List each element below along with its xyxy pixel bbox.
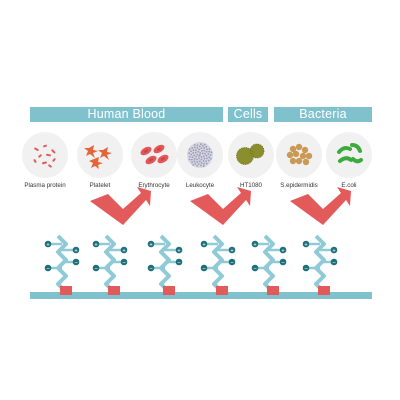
charge-symbol: + xyxy=(177,248,181,254)
charge-symbol: − xyxy=(74,260,78,266)
charge-symbol: − xyxy=(46,266,50,272)
charge-symbol: − xyxy=(94,266,98,272)
surface-anchor xyxy=(60,286,72,295)
cells-banner: Cells xyxy=(228,107,268,122)
charge-symbol: + xyxy=(230,248,234,254)
charge-symbol: − xyxy=(304,266,308,272)
charge-symbol: − xyxy=(122,260,126,266)
substrate-surface xyxy=(30,292,372,299)
charge-symbol: + xyxy=(281,248,285,254)
leukocyte-label: Leukocyte xyxy=(185,182,215,189)
zwitterionic-brush-icon: + − + − xyxy=(44,234,80,294)
zwitterionic-brush-icon: + − + − xyxy=(200,234,236,294)
erythrocyte-label: Erythrocyte xyxy=(138,182,170,189)
charge-symbol: + xyxy=(94,242,98,248)
s-epidermidis-circle xyxy=(276,132,322,178)
repel-arrow-icon xyxy=(190,187,251,225)
repel-arrow-icon xyxy=(90,187,151,225)
surface-anchor xyxy=(108,286,120,295)
charge-symbol: + xyxy=(46,242,50,248)
surface-anchors xyxy=(60,286,330,295)
e-coli-icon xyxy=(337,143,363,164)
zwitterionic-brush-icon: + − + − xyxy=(92,234,128,294)
cells-banner-label: Cells xyxy=(233,107,263,121)
surface-anchor xyxy=(216,286,228,295)
plasma-protein-circle xyxy=(22,132,68,178)
zwitterionic-brush-icon: + − + − xyxy=(147,234,183,294)
charge-symbol: + xyxy=(122,248,126,254)
human-blood-banner: Human Blood xyxy=(30,107,223,122)
bacteria-banner-label: Bacteria xyxy=(299,107,347,121)
platelet-circle xyxy=(77,132,123,178)
charge-symbol: − xyxy=(281,260,285,266)
ht1080-cell-icon xyxy=(236,143,265,165)
ht1080-circle xyxy=(228,132,274,178)
platelet-label: Platelet xyxy=(89,182,111,189)
charge-symbol: − xyxy=(177,260,181,266)
zwitterionic-brush-icon: + − + − xyxy=(302,234,338,294)
leukocyte-circle xyxy=(177,132,223,178)
repel-arrows xyxy=(90,187,351,225)
charge-symbol: − xyxy=(253,266,257,272)
charge-symbol: + xyxy=(149,242,153,248)
bacteria-banner: Bacteria xyxy=(274,107,372,122)
charge-symbol: + xyxy=(202,242,206,248)
polymer-brushes: + − + − + − + − + − + − + − + − + − + − + − + − xyxy=(44,234,338,294)
charge-symbol: + xyxy=(304,242,308,248)
e-coli-circle xyxy=(326,132,372,178)
erythrocyte-icon xyxy=(140,144,169,165)
zwitterionic-brush-icon: + − + − xyxy=(251,234,287,294)
ht1080-label: HT1080 xyxy=(239,182,262,189)
plasma-protein-label: Plasma protein xyxy=(24,182,66,189)
surface-anchor xyxy=(267,286,279,295)
leukocyte-icon xyxy=(187,142,213,168)
plasma-protein-icon xyxy=(33,144,56,168)
erythrocyte-circle xyxy=(131,132,177,178)
human-blood-banner-label: Human Blood xyxy=(87,107,166,121)
s-epidermidis-icon xyxy=(286,143,313,166)
charge-symbol: − xyxy=(202,266,206,272)
platelet-icon xyxy=(84,145,112,169)
repel-arrow-icon xyxy=(290,187,351,225)
charge-symbol: − xyxy=(332,260,336,266)
e-coli-label: E.coli xyxy=(341,182,357,189)
charge-symbol: + xyxy=(332,248,336,254)
surface-anchor xyxy=(163,286,175,295)
charge-symbol: + xyxy=(253,242,257,248)
charge-symbol: + xyxy=(74,248,78,254)
charge-symbol: − xyxy=(230,260,234,266)
s-epidermidis-label: S.epidermidis xyxy=(280,182,318,189)
charge-symbol: − xyxy=(149,266,153,272)
surface-anchor xyxy=(318,286,330,295)
